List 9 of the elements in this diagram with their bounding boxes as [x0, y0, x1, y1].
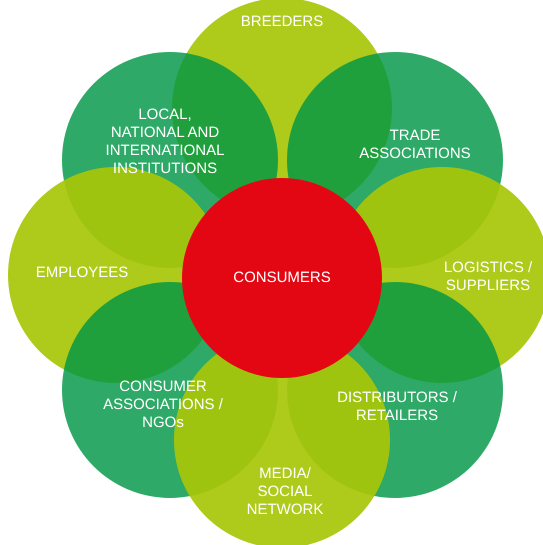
node-label: EMPLOYEES — [22, 264, 142, 282]
node-label: BREEDERS — [222, 13, 342, 31]
node-label: LOCAL, NATIONAL AND INTERNATIONAL INSTITUTIONS — [102, 106, 228, 178]
node-label: TRADE ASSOCIATIONS — [340, 127, 490, 163]
node-label: MEDIA/ SOCIAL NETWORK — [240, 465, 330, 519]
node-label: CONSUMERS — [207, 269, 357, 287]
node-label: LOGISTICS / SUPPLIERS — [433, 259, 543, 295]
node-label: CONSUMER ASSOCIATIONS / NGOs — [83, 378, 243, 432]
node-label: DISTRIBUTORS / RETAILERS — [317, 389, 477, 425]
